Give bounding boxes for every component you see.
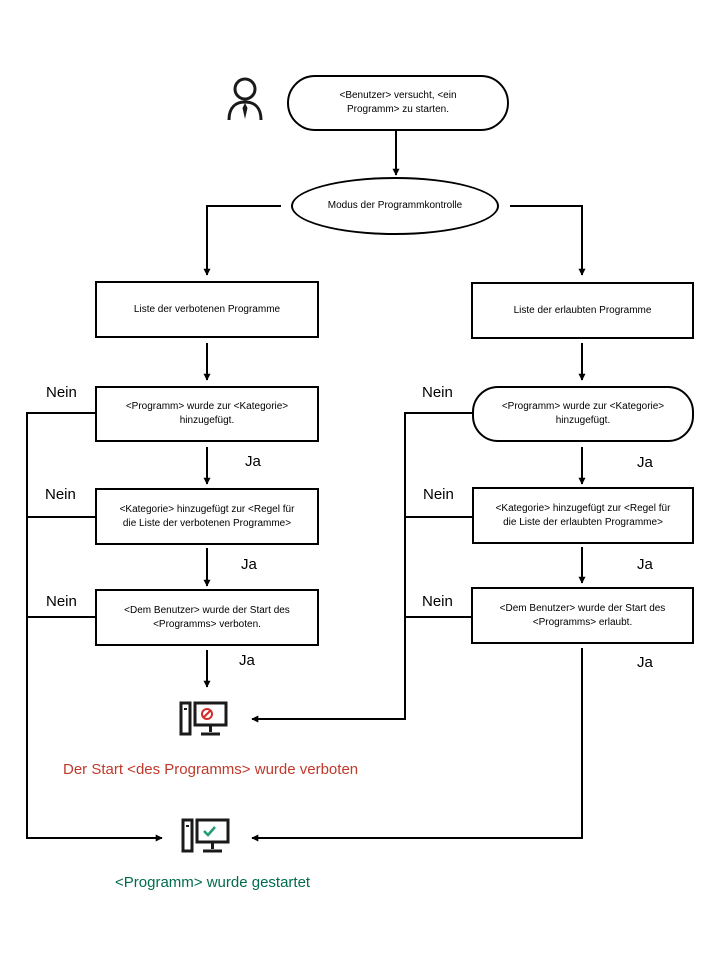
edge-mode-right — [510, 205, 586, 276]
start-node: <Benutzer> versucht, <ein Programm> zu s… — [287, 75, 509, 131]
label-no-right-2: Nein — [423, 486, 454, 503]
label-yes-left-3: Ja — [239, 652, 255, 669]
edge-right-no-bus — [251, 412, 472, 723]
left-result-box: <Dem Benutzer> wurde der Start des <Prog… — [95, 589, 319, 646]
edge-right-yes-started — [251, 648, 583, 842]
label-no-left-3: Nein — [46, 593, 77, 610]
left-category-box: <Programm> wurde zur <Kategorie> hinzuge… — [95, 386, 319, 442]
label-no-left-2: Nein — [45, 486, 76, 503]
label-no-left-1: Nein — [46, 384, 77, 401]
outcome-started-text: <Programm> wurde gestartet — [115, 874, 311, 891]
left-rule-box: <Kategorie> hinzugefügt zur <Regel für d… — [95, 488, 319, 545]
label-yes-right-1: Ja — [637, 454, 653, 471]
label-no-right-3: Nein — [422, 593, 453, 610]
right-rule-box: <Kategorie> hinzugefügt zur <Regel für d… — [472, 487, 694, 544]
mode-decision: Modus der Programmkontrolle — [291, 177, 499, 235]
label-no-right-1: Nein — [422, 384, 453, 401]
user-icon — [227, 77, 263, 121]
computer-allowed-icon — [181, 818, 230, 853]
left-list-box: Liste der verbotenen Programme — [95, 281, 319, 338]
edge-mode-left — [203, 205, 281, 276]
computer-blocked-icon — [179, 701, 228, 736]
edge-left-no-bus — [26, 412, 163, 842]
right-result-box: <Dem Benutzer> wurde der Start des <Prog… — [471, 587, 694, 644]
right-category-box: <Programm> wurde zur <Kategorie> hinzuge… — [472, 386, 694, 442]
right-list-box: Liste der erlaubten Programme — [471, 282, 694, 339]
outcome-blocked-text: Der Start <des Programms> wurde verboten — [63, 761, 359, 778]
label-yes-right-2: Ja — [637, 556, 653, 573]
label-yes-left-1: Ja — [245, 453, 261, 470]
label-yes-right-3: Ja — [637, 654, 653, 671]
label-yes-left-2: Ja — [241, 556, 257, 573]
